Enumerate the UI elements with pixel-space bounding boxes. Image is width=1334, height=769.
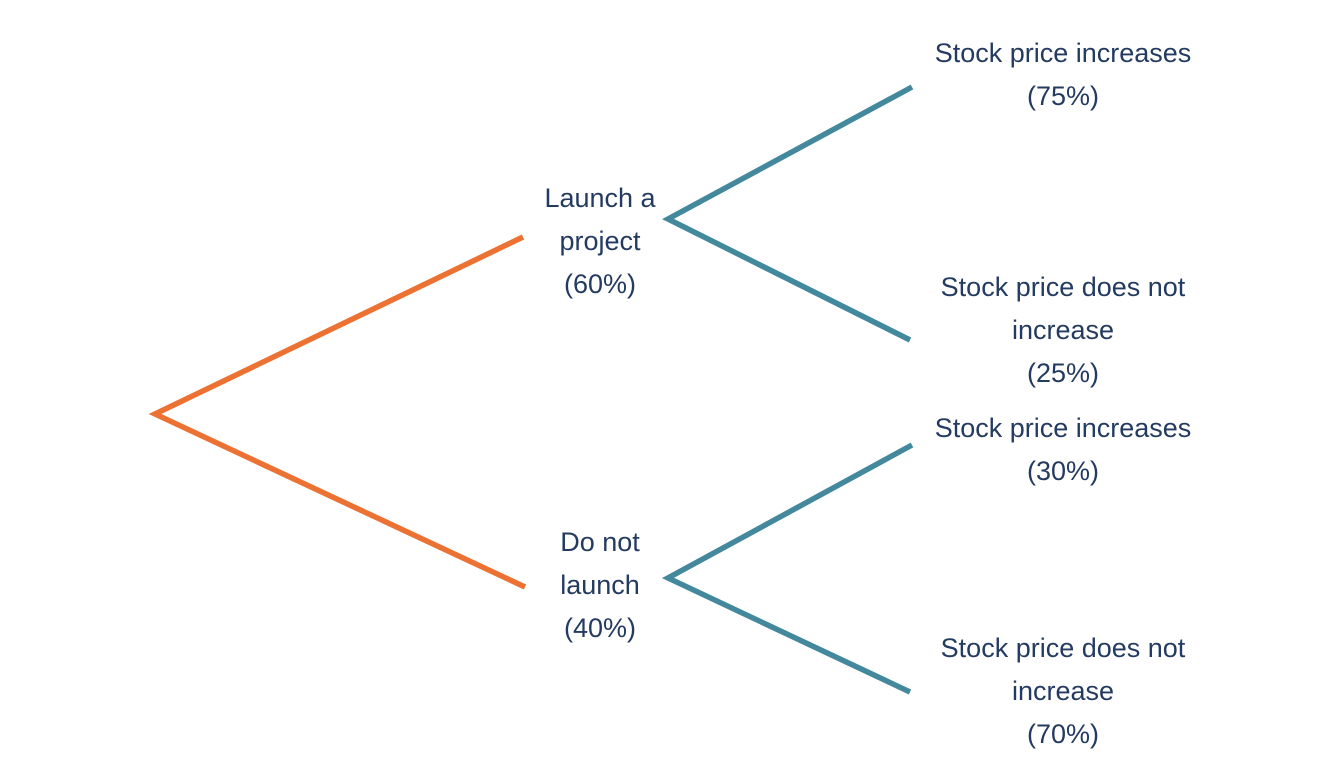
node-do-not-launch: Do not launch (40%) [545,521,655,650]
node-probability: (40%) [563,613,637,643]
node-probability: (60%) [563,269,637,299]
node-label: Stock price increases [934,38,1192,68]
node-probability: (30%) [1026,456,1100,486]
node-stock-increases-30: Stock price increases (30%) [898,407,1228,493]
node-launch-a-project: Launch a project (60%) [520,177,680,306]
node-label: Do not launch [560,527,640,600]
launch-branch-lines [662,84,914,343]
node-label: Stock price does not increase [940,272,1186,345]
node-label: Stock price does not increase [940,633,1186,706]
no-launch-branch-lines [661,442,914,695]
node-stock-increases-75: Stock price increases (75%) [898,32,1228,118]
node-probability: (75%) [1026,81,1100,111]
node-probability: (25%) [1026,358,1100,388]
node-label: Stock price increases [934,413,1192,443]
node-label: Launch a project [544,183,656,256]
root-branch-lines [148,234,527,590]
node-stock-does-not-increase-25: Stock price does not increase (25%) [898,266,1228,395]
node-probability: (70%) [1026,719,1100,749]
node-stock-does-not-increase-70: Stock price does not increase (70%) [898,627,1228,756]
